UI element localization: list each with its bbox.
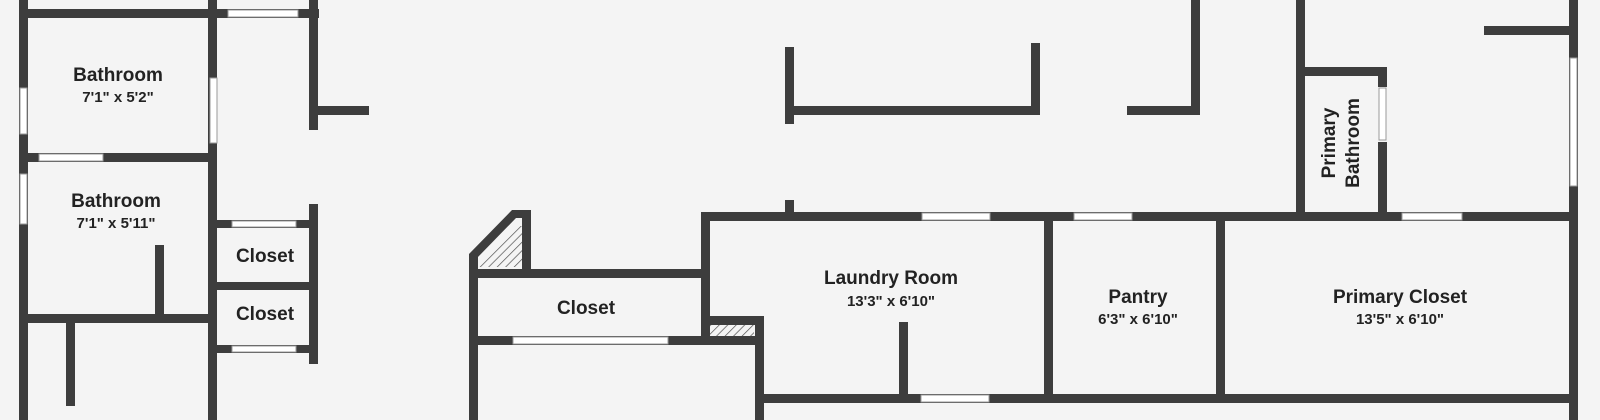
wall [66,320,75,406]
room-bathroom-2: Bathroom 7'1" x 5'11" [71,191,161,232]
wall [1484,26,1578,35]
hatched-fixture [710,325,754,336]
wall [755,394,1578,403]
window [1401,212,1463,221]
window [1378,87,1387,141]
room-name: Closet [236,304,295,325]
room-name: Primary Closet [1333,287,1468,308]
room-laundry-room: Laundry Room 13'3" x 6'10" [824,268,958,310]
room-name: Pantry [1108,287,1168,308]
wall [1378,67,1387,87]
window [227,9,299,18]
room-dimensions: 13'3" x 6'10" [847,293,935,310]
windows [19,9,1578,403]
window [1569,57,1578,187]
wall [1378,142,1387,220]
room-dimensions: 7'1" x 5'11" [77,215,156,232]
room-closet-1: Closet [236,246,295,267]
room-dimensions: 7'1" x 5'2" [82,89,153,106]
room-name: Closet [236,246,295,267]
room-name-line1: Primary [1319,107,1340,178]
wall [785,106,1040,115]
wall [1127,106,1200,115]
wall [155,245,164,315]
room-primary-bathroom: Primary Bathroom [1319,98,1364,188]
wall [899,322,908,398]
window [19,87,28,135]
wall [208,282,318,290]
wall [1191,0,1200,115]
room-pantry: Pantry 6'3" x 6'10" [1098,287,1178,328]
window [231,220,297,228]
wall [785,47,794,124]
room-name: Laundry Room [824,268,958,289]
room-closet-3: Closet [557,298,616,319]
window [921,212,991,221]
window [231,345,297,353]
wall [19,9,319,18]
wall [469,210,531,258]
wall [701,212,710,345]
wall [755,316,764,420]
room-dimensions: 13'5" x 6'10" [1356,311,1444,328]
window [512,336,669,345]
wall [701,316,764,325]
room-primary-closet: Primary Closet 13'5" x 6'10" [1333,287,1468,328]
window [1073,212,1133,221]
wall [1031,43,1040,115]
wall [1216,212,1225,402]
wall [1569,0,1578,420]
window [19,173,28,225]
room-name: Closet [557,298,616,319]
wall [208,0,217,420]
room-dimensions: 6'3" x 6'10" [1098,311,1178,328]
walls [19,0,1578,420]
window [920,394,990,403]
hatched-fixture [478,226,522,267]
wall [522,210,531,278]
room-name-line2: Bathroom [1343,98,1364,188]
wall [19,153,216,162]
room-bathroom-1: Bathroom 7'1" x 5'2" [73,65,163,106]
wall [19,314,216,323]
wall [1296,0,1305,220]
wall [469,269,709,278]
room-closet-2: Closet [236,304,295,325]
room-name: Bathroom [73,65,163,86]
wall [1044,212,1053,402]
wall [785,200,794,220]
window [38,153,104,162]
window [209,77,218,144]
wall [701,212,1578,221]
wall [1296,67,1385,76]
wall [309,0,318,130]
room-name: Bathroom [71,191,161,212]
wall [309,106,369,115]
